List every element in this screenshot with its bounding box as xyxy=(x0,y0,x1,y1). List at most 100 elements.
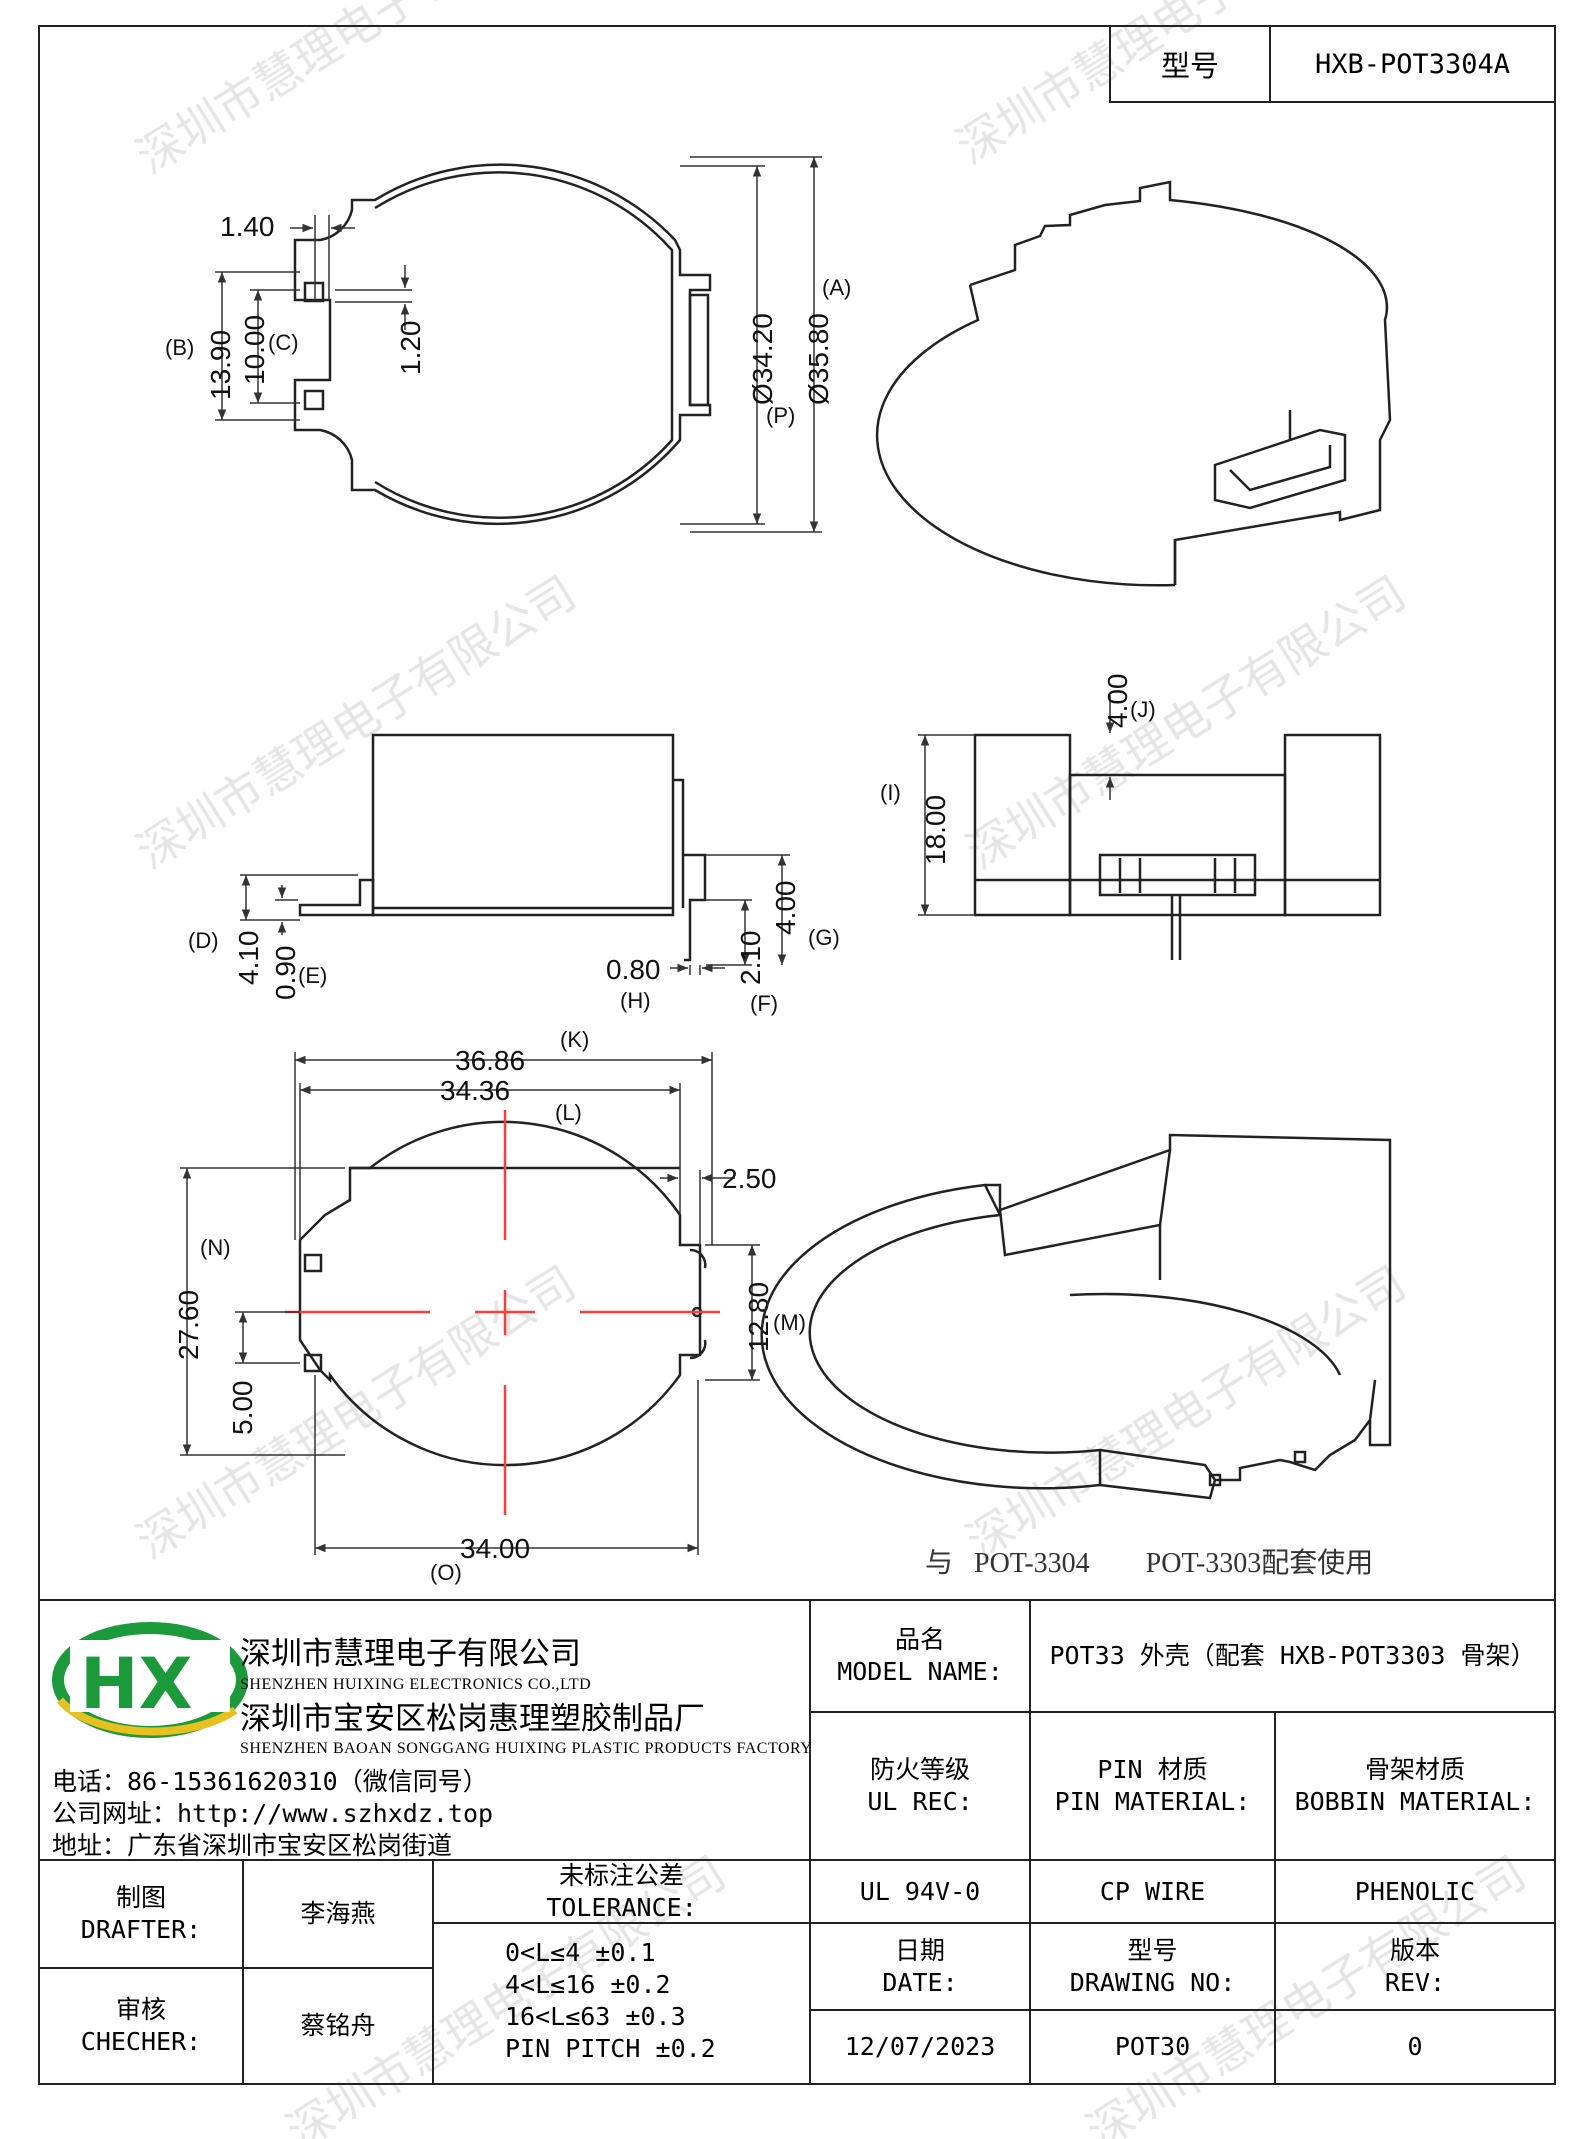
dim-12-80: 12.80 xyxy=(743,1282,774,1352)
dim-E: (E) xyxy=(298,963,327,988)
iso-view-top xyxy=(875,180,1392,587)
dim-34-36: 34.36 xyxy=(440,1075,510,1106)
tolerance-row-1: 0<L≤4 ±0.1 xyxy=(505,1938,656,1967)
address: 地址：广东省深圳市宝安区松岗街道 xyxy=(52,1831,453,1860)
checker-value: 蔡铭舟 xyxy=(300,2011,376,2040)
dim-2-10: 2.10 xyxy=(735,931,766,986)
dim-4-00-g: 4.00 xyxy=(770,881,801,936)
top-view-pin-1 xyxy=(303,281,325,303)
company-name-cn: 深圳市慧理电子有限公司 xyxy=(240,1636,581,1672)
front-view-slot xyxy=(1098,853,1257,897)
rev-value: 0 xyxy=(1407,2032,1423,2061)
iso-view-bottom xyxy=(760,1133,1392,1500)
side-view-labels: 4.10 (D) 0.90 (E) 0.80 (H) 2.10 (F) 4.00… xyxy=(188,881,840,1017)
bottom-view-labels: 36.86 (K) 34.36 (L) 2.50 27.60 (N) 12.80… xyxy=(173,1027,806,1585)
top-view-slot xyxy=(688,293,710,407)
iso-top-outline xyxy=(969,180,1392,585)
fire-rating-value: UL 94V-0 xyxy=(859,1876,981,1906)
watermark-4: 深圳市慧理电子有限公司 xyxy=(957,565,1415,879)
top-view-dimlines xyxy=(215,156,822,533)
product-name-cn: 品名 xyxy=(894,1625,945,1654)
front-view xyxy=(973,733,1382,960)
dim-27-60: 27.60 xyxy=(173,1290,204,1360)
dim-M: (M) xyxy=(773,1310,806,1335)
model-box xyxy=(1109,25,1556,103)
dim-I: (I) xyxy=(880,780,901,805)
dim-5-00: 5.00 xyxy=(227,1381,258,1436)
logo-text: HX xyxy=(80,1643,193,1725)
dim-18-00: 18.00 xyxy=(920,795,951,865)
dim-J: (J) xyxy=(1130,697,1156,722)
watermark-1: 深圳市慧理电子有限公司 xyxy=(127,0,585,184)
caption: 与 POT-3304 POT-3303配套使用 xyxy=(925,1547,1373,1579)
dim-K: (K) xyxy=(560,1027,589,1052)
dim-F: (F) xyxy=(750,991,778,1016)
dim-N: (N) xyxy=(200,1235,231,1260)
model-value: HXB-POT3304A xyxy=(1314,48,1511,80)
bottom-view-dimlines xyxy=(180,1052,760,1555)
top-view-inner xyxy=(374,171,674,519)
dim-L: (L) xyxy=(555,1100,582,1125)
dim-1-40: 1.40 xyxy=(220,211,275,242)
iso-top-slot xyxy=(1213,428,1347,510)
drafter-value: 李海燕 xyxy=(300,1899,376,1928)
dim-34-20: Ø34.20 xyxy=(747,313,778,405)
dim-P: (P) xyxy=(766,403,795,428)
date-value: 12/07/2023 xyxy=(844,2032,996,2061)
dim-36-86: 36.86 xyxy=(455,1045,525,1076)
dim-B: (B) xyxy=(165,335,194,360)
bottom-view-pin-1 xyxy=(303,1253,323,1273)
title-block-grid xyxy=(39,1599,1555,2084)
product-name-value: POT33 外壳（配套 HXB-POT3303 骨架） xyxy=(1049,1641,1536,1670)
drawing-no-value: POT30 xyxy=(1114,2032,1191,2061)
bottom-view-centerlines xyxy=(285,1110,720,1515)
dim-10-00: 10.00 xyxy=(239,315,270,385)
top-view-outline xyxy=(293,163,712,525)
phone: 电话：86-15361620310（微信同号） xyxy=(52,1767,488,1796)
sheet-border xyxy=(38,25,1556,2085)
company-logo: HX xyxy=(52,1622,248,1738)
dim-C: (C) xyxy=(268,330,299,355)
side-view xyxy=(298,733,707,962)
side-view-dimlines xyxy=(240,854,790,975)
dim-4-00-j: 4.00 xyxy=(1102,674,1133,729)
tolerance-row-4: PIN PITCH ±0.2 xyxy=(505,2034,716,2063)
company-name-en: SHENZHEN HUIXING ELECTRONICS CO.,LTD xyxy=(240,1676,592,1693)
dim-2-50: 2.50 xyxy=(722,1163,777,1194)
bottom-view-pin-2 xyxy=(303,1353,323,1373)
dim-H: (H) xyxy=(620,988,651,1013)
front-view-labels: 4.00 (J) 18.00 (I) xyxy=(880,674,1156,866)
dim-0-80: 0.80 xyxy=(606,954,661,985)
dim-A: (A) xyxy=(822,275,851,300)
bottom-view xyxy=(298,1120,707,1467)
pin-material-value: CP WIRE xyxy=(1099,1876,1206,1906)
tolerance-row-2: 4<L≤16 ±0.2 xyxy=(505,1970,671,1999)
dim-13-90: 13.90 xyxy=(205,330,236,400)
dim-D: (D) xyxy=(188,928,219,953)
dim-0-90: 0.90 xyxy=(270,946,301,1001)
factory-name-cn: 深圳市宝安区松岗惠理塑胶制品厂 xyxy=(240,1701,705,1737)
product-name-label: 品名 MODEL NAME: xyxy=(810,1600,1030,1712)
top-view xyxy=(293,163,712,525)
watermark-3: 深圳市慧理电子有限公司 xyxy=(127,565,585,879)
bobbin-material-value: PHENOLIC xyxy=(1354,1876,1476,1906)
bottom-view-outline xyxy=(298,1120,702,1467)
side-view-body xyxy=(371,733,675,917)
dim-O: (O) xyxy=(430,1560,462,1585)
factory-name-en: SHENZHEN BAOAN SONGGANG HUIXING PLASTIC … xyxy=(240,1740,813,1757)
side-view-pin xyxy=(683,853,707,962)
model-label: 型号 xyxy=(1160,49,1219,83)
iso-top-wall xyxy=(875,284,1176,587)
front-view-dimlines xyxy=(918,695,1115,916)
dim-34-00: 34.00 xyxy=(460,1533,530,1564)
top-view-labels: 1.40 13.90 (B) 10.00 (C) 1.20 Ø34.20 (P)… xyxy=(165,211,851,428)
